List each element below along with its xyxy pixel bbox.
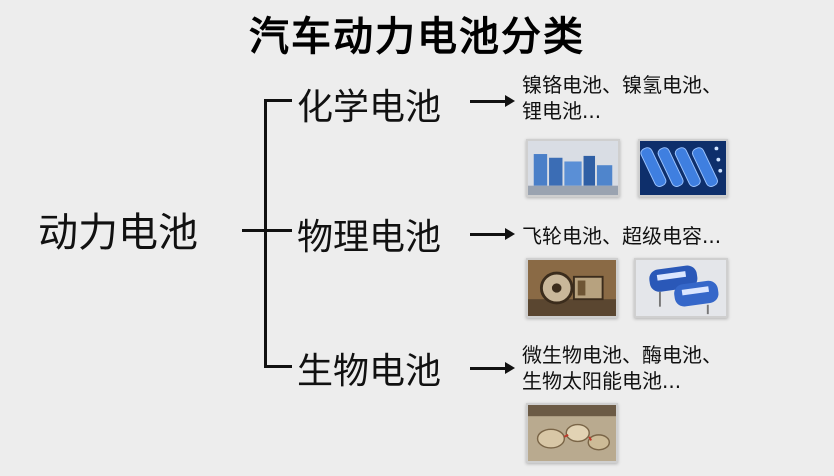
arrow-line-chemical [470,100,506,103]
examples-biological-line2: 生物太阳能电池... [522,369,682,393]
root-node: 动力电池 [38,210,198,256]
examples-biological: 微生物电池、酶电池、 生物太阳能电池... [522,342,722,394]
category-chemical: 化学电池 [297,87,442,128]
arrow-head-physical [505,228,515,240]
arrow-line-biological [470,367,506,370]
lithium-cells-photo [638,139,728,197]
arrow-head-chemical [505,95,515,107]
arrow-line-physical [470,233,506,236]
category-physical: 物理电池 [297,217,442,258]
diagram-title: 汽车动力电池分类 [249,14,585,60]
examples-physical-line1: 飞轮电池、超级电容... [522,224,722,248]
examples-physical: 飞轮电池、超级电容... [522,223,721,249]
bio-battery-photo [526,403,618,463]
examples-chemical-line1: 镍铬电池、镍氢电池、 [522,73,722,97]
flywheel-photo [526,258,618,318]
branch-line-chemical [264,99,292,102]
category-biological: 生物电池 [297,351,442,392]
battery-pack-photo [526,139,620,197]
vertical-bracket [264,99,267,367]
supercapacitor-photo [634,258,728,318]
examples-biological-line1: 微生物电池、酶电池、 [522,343,722,367]
examples-chemical-line2: 锂电池... [522,99,602,123]
arrow-head-biological [505,362,515,374]
examples-chemical: 镍铬电池、镍氢电池、 锂电池... [522,72,722,124]
root-connector [242,229,266,232]
branch-line-biological [264,365,292,368]
branch-line-physical [264,229,292,232]
